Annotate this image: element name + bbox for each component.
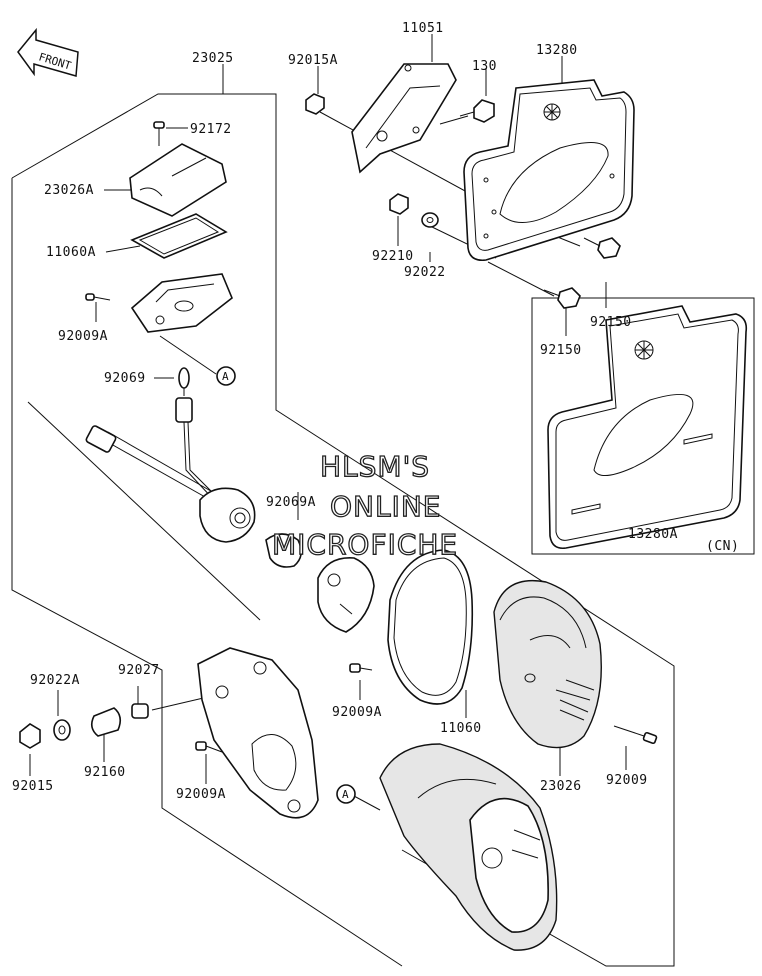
callout-a-upper-label: A (222, 370, 229, 383)
lamp-cover-23026A (129, 143, 227, 217)
callout-a-lower-label: A (342, 788, 349, 801)
label-92160: 92160 (84, 765, 126, 780)
collar-92027 (131, 703, 149, 719)
label-11060: 11060 (440, 721, 482, 736)
callout-a-upper: A (216, 366, 236, 386)
lens-23026 (493, 580, 602, 749)
label-92150-b: 92150 (540, 343, 582, 358)
label-130: 130 (472, 59, 497, 74)
label-92022A: 92022A (30, 673, 80, 688)
screw-92172 (153, 121, 165, 146)
label-13280A: 13280A (628, 527, 678, 542)
label-23026: 23026 (540, 779, 582, 794)
label-23026A: 23026A (44, 183, 94, 198)
label-11060A: 11060A (46, 245, 96, 260)
part-labels: 23025 92172 23026A 11060A 92009A 92069 9… (12, 21, 739, 802)
nut-92210 (389, 193, 409, 215)
assembly-frames (11, 93, 755, 967)
nut-92015 (19, 723, 41, 749)
label-92172: 92172 (190, 122, 232, 137)
label-92210: 92210 (372, 249, 414, 264)
reflector-socket (317, 557, 375, 633)
grommet-92160 (90, 707, 122, 737)
tail-light-housing (379, 743, 558, 951)
gasket-11060 (387, 549, 474, 705)
label-92022: 92022 (404, 265, 446, 280)
washer-92022 (421, 212, 439, 228)
bolt-92150-a (583, 237, 621, 259)
screw-92009A-low (195, 741, 223, 753)
label-13280: 13280 (536, 43, 578, 58)
stay-bracket (197, 647, 319, 819)
bracket-11051 (351, 63, 457, 174)
watermark-line-1: HLSM'S (320, 450, 430, 483)
wiring-harness (85, 397, 256, 543)
watermark-line-3: MICROFICHE (272, 528, 458, 561)
label-92009: 92009 (606, 773, 648, 788)
watermark: HLSM'S ONLINE MICROFICHE (271, 449, 458, 561)
label-92069A: 92069A (266, 495, 316, 510)
lamp-housing (130, 273, 233, 333)
callout-a-lower: A (336, 784, 356, 804)
screw-92009 (613, 725, 658, 745)
label-11051: 11051 (402, 21, 444, 36)
label-92009A-top: 92009A (58, 329, 108, 344)
bolt-92150-b (543, 287, 581, 309)
label-92015A: 92015A (288, 53, 338, 68)
license-plate-13280 (463, 79, 635, 262)
label-92009A-mid: 92009A (332, 705, 382, 720)
front-arrow-icon: FRONT (17, 27, 79, 77)
gasket-11060A (130, 213, 228, 259)
label-92027: 92027 (118, 663, 160, 678)
screw-92009A-mid (349, 663, 373, 673)
label-92069: 92069 (104, 371, 146, 386)
watermark-line-2: ONLINE (330, 490, 441, 523)
label-92150-a: 92150 (590, 315, 632, 330)
label-23025: 23025 (192, 51, 234, 66)
screw-92009A-top (85, 293, 111, 301)
bulb-92069A (265, 533, 302, 568)
label-92009A-low: 92009A (176, 787, 226, 802)
label-cn: (CN) (706, 539, 739, 554)
label-92015: 92015 (12, 779, 54, 794)
bulb-92069 (178, 367, 190, 396)
bolt-130 (459, 99, 495, 123)
nut-92015A (305, 93, 325, 115)
washer-92022A (53, 719, 71, 741)
license-plate-13280A (547, 305, 748, 550)
